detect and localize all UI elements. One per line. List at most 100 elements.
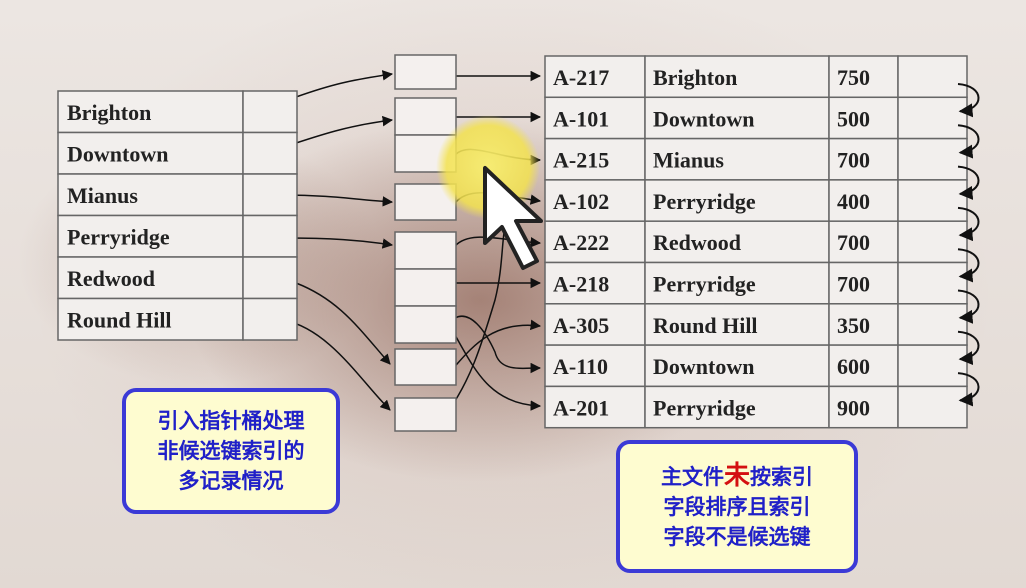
pointer-arrow xyxy=(295,282,391,365)
index-key-cell xyxy=(57,131,244,175)
record-cell xyxy=(544,220,646,264)
record-cell xyxy=(828,220,899,264)
note-left-line-3: 多记录情况 xyxy=(178,469,284,493)
index-key-cell xyxy=(57,256,244,300)
record-cell xyxy=(828,303,899,346)
index-pointer-cell xyxy=(242,131,298,175)
record-cell xyxy=(828,96,899,140)
pointer-bucket-column xyxy=(394,54,457,432)
chain-pointer xyxy=(957,83,980,118)
record-cell xyxy=(897,220,968,264)
record-account: A-305 xyxy=(553,313,609,338)
record-cell xyxy=(828,137,899,181)
bucket-cell xyxy=(394,397,457,432)
record-branch: Redwood xyxy=(653,230,741,255)
record-account: A-218 xyxy=(553,272,609,297)
record-cell xyxy=(644,303,830,346)
record-branch: Mianus xyxy=(653,148,724,173)
record-branch: Perryridge xyxy=(653,395,756,420)
chain-pointer xyxy=(957,165,980,200)
index-pointer-cell xyxy=(242,256,298,300)
record-cell xyxy=(897,96,968,140)
record-cell xyxy=(897,303,968,346)
note-right-suffix: 按索引 xyxy=(750,465,813,489)
record-branch: Brighton xyxy=(653,65,737,90)
note-left-line-1: 引入指针桶处理 xyxy=(157,409,305,433)
record-account: A-222 xyxy=(553,230,609,255)
record-balance: 500 xyxy=(837,106,870,131)
record-cell xyxy=(644,385,830,429)
record-cell xyxy=(897,261,968,305)
record-balance: 900 xyxy=(837,395,870,420)
index-key-label: Brighton xyxy=(67,100,151,125)
record-account: A-217 xyxy=(553,65,609,90)
chain-pointer xyxy=(957,124,980,159)
record-balance: 700 xyxy=(837,148,870,173)
pointer-arrow xyxy=(454,315,542,374)
pointer-arrow xyxy=(283,194,394,207)
pointer-arrow xyxy=(295,70,394,98)
index-key-label: Downtown xyxy=(67,142,168,167)
record-branch: Perryridge xyxy=(653,189,756,214)
pointer-arrow xyxy=(283,237,394,249)
record-balance: 400 xyxy=(837,189,870,214)
index-key-label: Redwood xyxy=(67,266,155,291)
record-cell xyxy=(544,303,646,346)
note-right-line-3: 字段不是候选键 xyxy=(663,525,811,549)
index-pointer-cell xyxy=(242,90,298,134)
record-balance: 750 xyxy=(837,65,870,90)
record-branch: Downtown xyxy=(653,354,754,379)
index-pointer-cell xyxy=(242,297,298,341)
chain-pointer xyxy=(957,248,980,283)
record-chain-pointers xyxy=(957,83,980,407)
index-key-label: Round Hill xyxy=(67,308,172,333)
bucket-cell xyxy=(394,97,457,136)
index-pointer-cell xyxy=(242,173,298,217)
record-cell xyxy=(544,344,646,388)
record-account: A-215 xyxy=(553,148,609,173)
record-cell xyxy=(828,261,899,305)
record-account: A-110 xyxy=(553,354,608,379)
note-right-callout: 主文件未按索引 字段排序且索引 字段不是候选键 xyxy=(616,440,858,573)
record-account: A-201 xyxy=(553,395,609,420)
record-cell xyxy=(897,55,968,99)
pointer-arrow xyxy=(448,209,511,411)
record-cell xyxy=(828,344,899,388)
pointer-arrow xyxy=(283,115,394,148)
note-right-emphasis: 未 xyxy=(723,461,750,491)
bucket-cell xyxy=(394,348,457,386)
bucket-cell xyxy=(394,305,457,344)
record-balance: 700 xyxy=(837,272,870,297)
note-right-line-2: 字段排序且索引 xyxy=(663,495,811,519)
index-pointer-cell xyxy=(242,214,298,258)
record-cell xyxy=(897,344,968,388)
bucket-cell xyxy=(394,268,457,307)
index-key-cell xyxy=(57,90,244,134)
record-cell xyxy=(644,220,830,264)
record-cell xyxy=(897,385,968,429)
record-cell xyxy=(644,261,830,305)
record-account: A-102 xyxy=(553,189,609,214)
record-cell xyxy=(644,55,830,99)
chain-pointer xyxy=(957,289,980,324)
record-cell xyxy=(828,385,899,429)
record-cell xyxy=(644,137,830,181)
bucket-cell xyxy=(394,231,457,270)
index-key-label: Mianus xyxy=(67,183,138,208)
record-cell xyxy=(897,137,968,181)
record-branch: Round Hill xyxy=(653,313,758,338)
mouse-pointer-icon xyxy=(483,166,543,270)
index-key-label: Perryridge xyxy=(67,225,170,250)
index-file-table: BrightonDowntownMianusPerryridgeRedwoodR… xyxy=(57,90,298,341)
chain-pointer xyxy=(957,372,980,407)
record-cell xyxy=(544,179,646,222)
record-account: A-101 xyxy=(553,106,609,131)
record-cell xyxy=(644,96,830,140)
pointer-arrow xyxy=(454,334,542,411)
index-key-cell xyxy=(57,297,244,341)
record-balance: 600 xyxy=(837,354,870,379)
note-left-line-2: 非候选键索引的 xyxy=(157,439,305,463)
chain-pointer xyxy=(957,330,980,366)
